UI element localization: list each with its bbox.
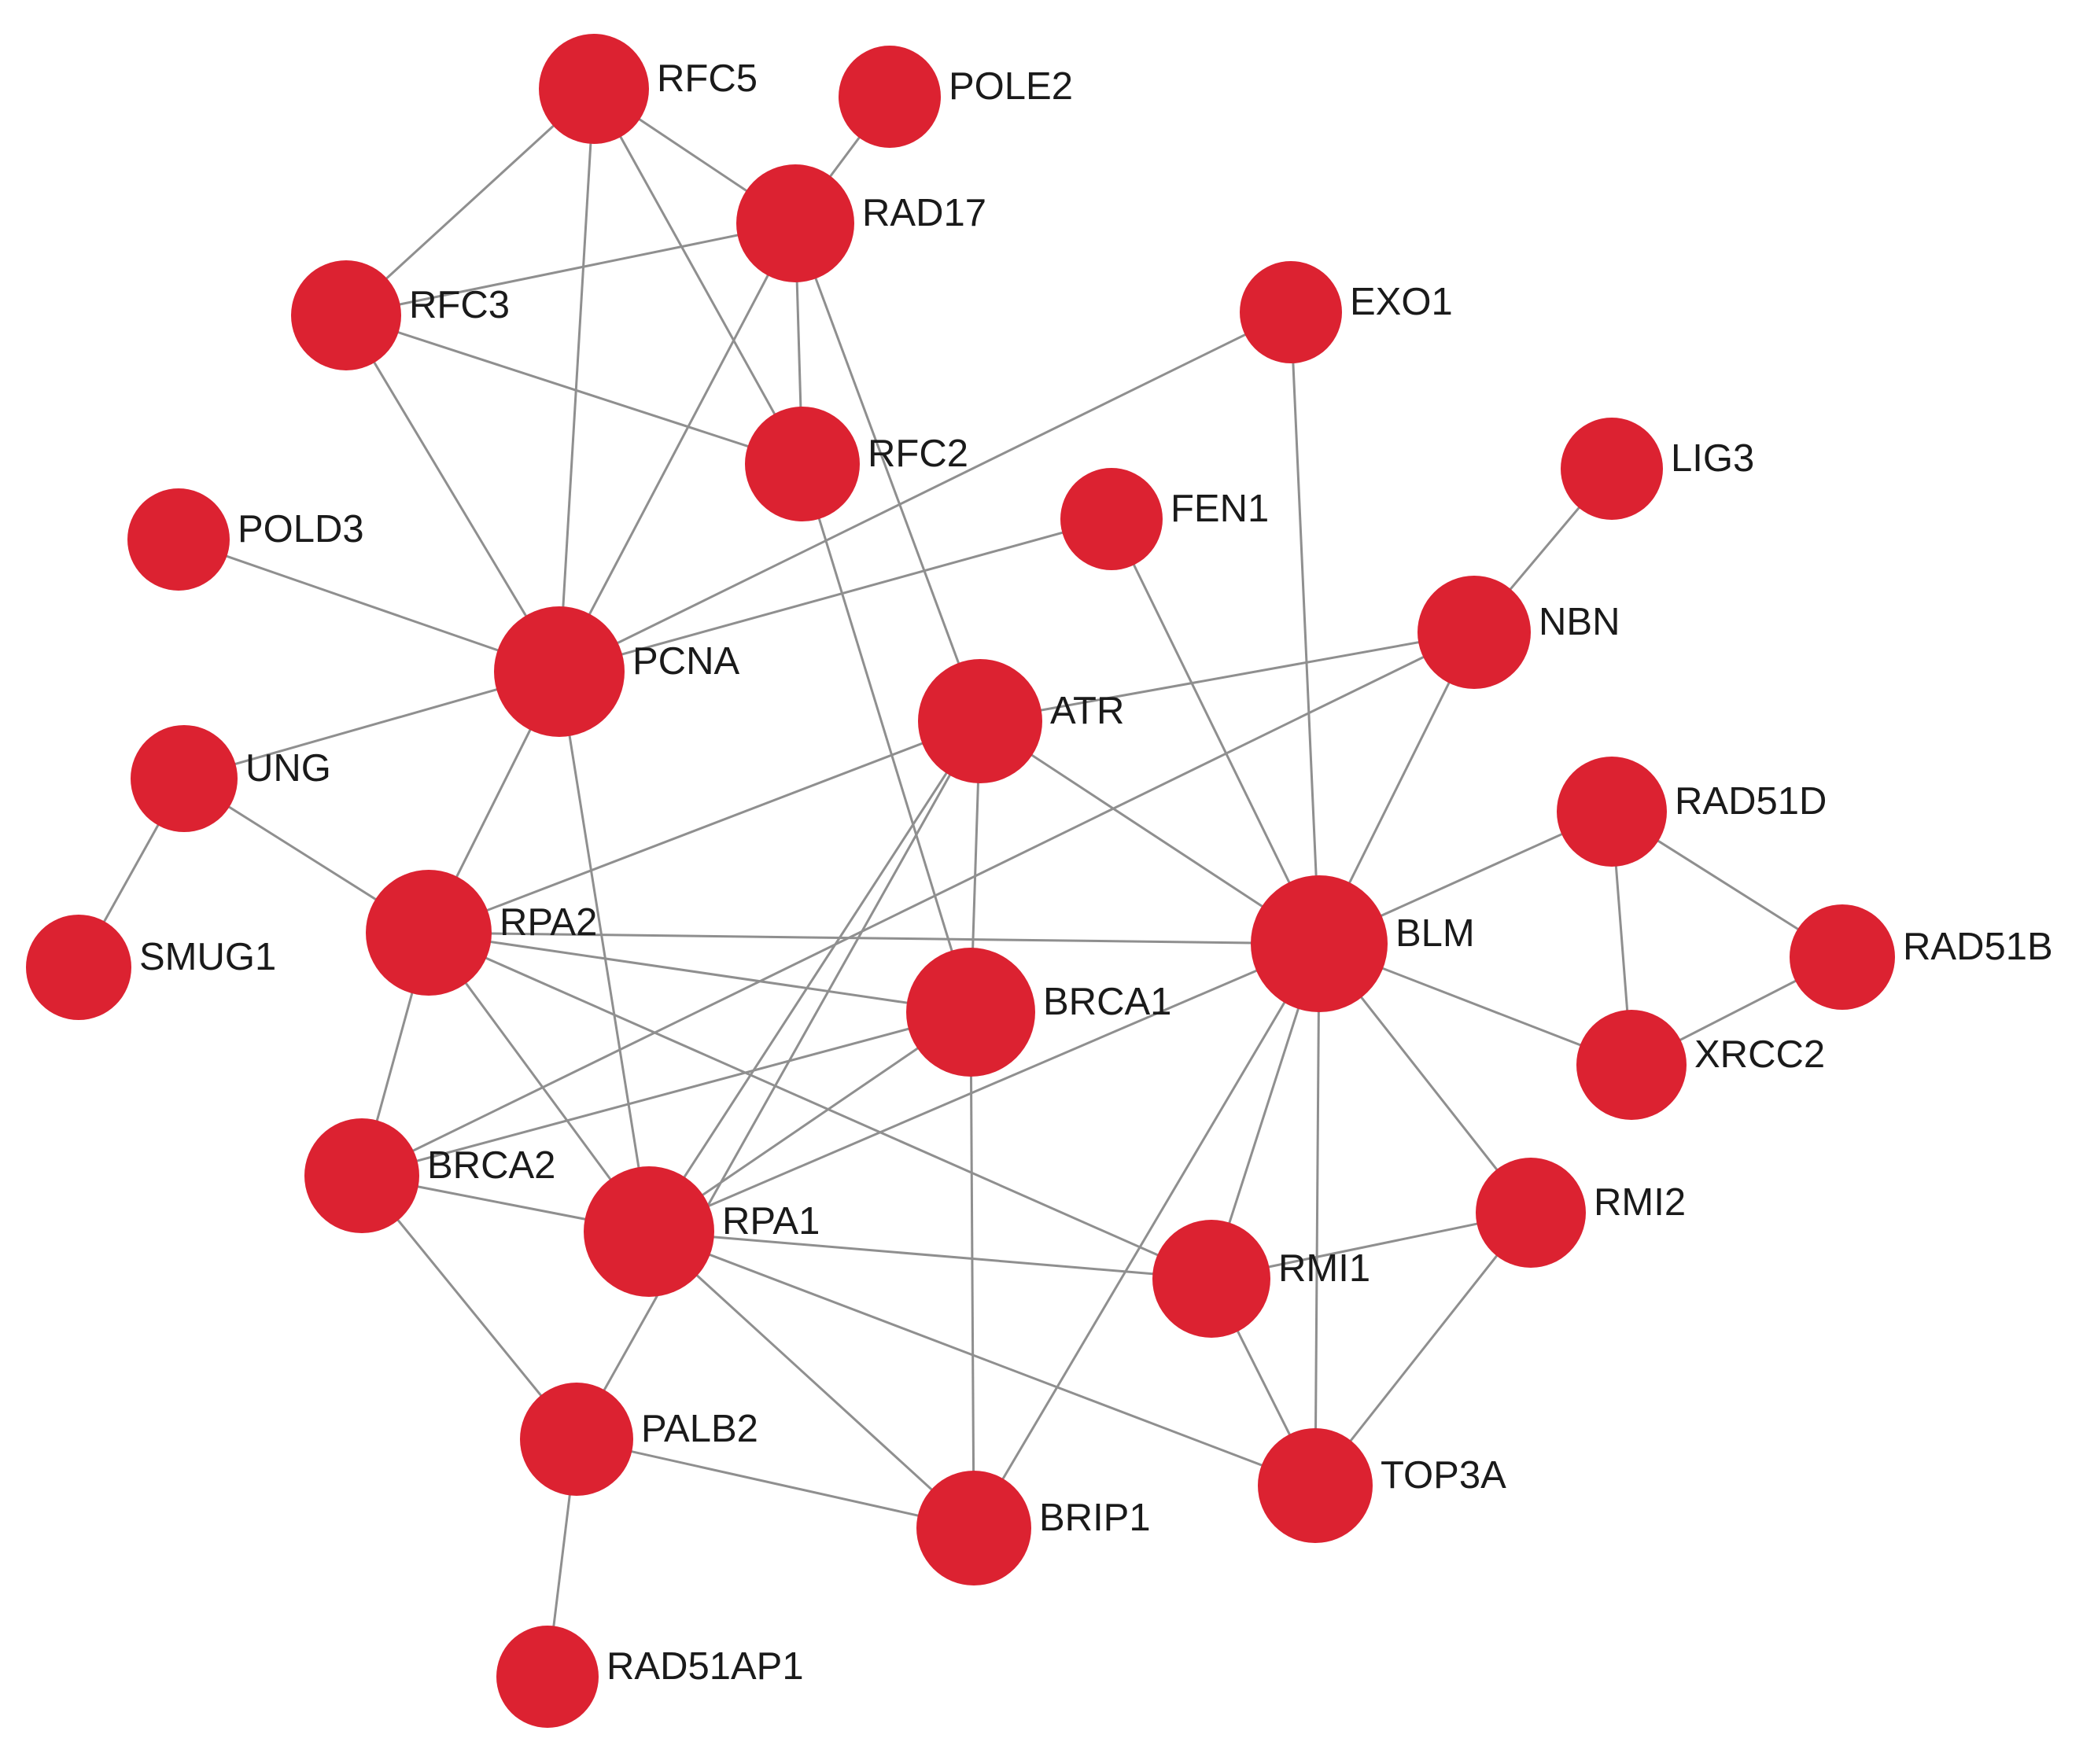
node-rfc3[interactable] — [291, 260, 401, 370]
node-label-xrcc2: XRCC2 — [1694, 1033, 1825, 1076]
edge-exo1-blm — [1289, 311, 1321, 945]
node-label-lig3: LIG3 — [1671, 437, 1754, 480]
node-label-rad17: RAD17 — [862, 192, 986, 234]
edge-rad17-pcna — [558, 223, 797, 672]
node-brip1[interactable] — [916, 1471, 1031, 1585]
edge-rfc2-brca1 — [801, 463, 972, 1013]
edge-fen1-pcna — [559, 517, 1112, 673]
node-label-nbn: NBN — [1539, 601, 1620, 643]
node-pcna[interactable] — [494, 606, 625, 737]
node-label-exo1: EXO1 — [1350, 281, 1453, 323]
edge-rpa2-blm — [428, 931, 1320, 945]
edge-atr-palb2 — [575, 720, 982, 1440]
node-rad51b[interactable] — [1790, 904, 1895, 1010]
node-label-rpa1: RPA1 — [722, 1200, 820, 1243]
edge-rfc5-pcna — [558, 88, 595, 672]
node-rfc2[interactable] — [745, 407, 860, 521]
node-label-atr: ATR — [1050, 690, 1124, 732]
node-rpa2[interactable] — [366, 870, 492, 996]
edge-blm-top3a — [1314, 943, 1321, 1486]
node-label-smug1: SMUG1 — [139, 936, 276, 978]
node-label-pcna: PCNA — [632, 640, 739, 683]
node-label-pold3: POLD3 — [238, 508, 364, 551]
node-rmi1[interactable] — [1152, 1220, 1270, 1338]
node-label-fen1: FEN1 — [1171, 488, 1269, 530]
node-rpa1[interactable] — [584, 1166, 714, 1297]
edge-fen1-blm — [1110, 518, 1321, 945]
edge-brca1-brip1 — [969, 1011, 975, 1529]
edge-rpa1-top3a — [648, 1230, 1316, 1487]
node-layer — [26, 34, 1895, 1728]
node-rmi2[interactable] — [1476, 1158, 1586, 1268]
node-smug1[interactable] — [26, 915, 131, 1020]
node-rad17[interactable] — [736, 164, 854, 282]
node-rfc5[interactable] — [539, 34, 649, 144]
node-label-rfc2: RFC2 — [868, 433, 968, 475]
node-fen1[interactable] — [1060, 468, 1163, 570]
node-label-brip1: BRIP1 — [1039, 1497, 1151, 1539]
node-exo1[interactable] — [1240, 261, 1342, 363]
edge-atr-rpa2 — [428, 720, 981, 934]
node-label-rad51d: RAD51D — [1675, 780, 1827, 823]
node-label-rmi2: RMI2 — [1594, 1181, 1686, 1224]
node-label-rfc3: RFC3 — [409, 284, 510, 326]
node-label-brca2: BRCA2 — [427, 1144, 555, 1187]
node-ung[interactable] — [131, 725, 238, 832]
node-xrcc2[interactable] — [1576, 1010, 1687, 1120]
node-label-rmi1: RMI1 — [1278, 1247, 1370, 1290]
node-label-ung: UNG — [245, 747, 331, 790]
edge-blm-brip1 — [972, 943, 1321, 1529]
node-pold3[interactable] — [127, 488, 230, 591]
edge-rad17-atr — [794, 223, 982, 722]
edge-exo1-pcna — [559, 311, 1292, 673]
node-label-rfc5: RFC5 — [657, 57, 758, 100]
node-label-rpa2: RPA2 — [500, 901, 597, 944]
edge-rpa2-rmi1 — [428, 931, 1212, 1280]
edge-rad17-rfc3 — [345, 222, 796, 317]
node-blm[interactable] — [1251, 875, 1388, 1012]
node-label-blm: BLM — [1395, 912, 1475, 955]
edge-rfc3-pcna — [345, 315, 561, 672]
node-brca1[interactable] — [906, 948, 1035, 1077]
edge-rpa1-brip1 — [647, 1230, 975, 1530]
node-nbn[interactable] — [1418, 576, 1531, 689]
node-label-brca1: BRCA1 — [1043, 981, 1171, 1023]
edge-atr-rpa1 — [647, 720, 982, 1232]
node-label-top3a: TOP3A — [1381, 1454, 1506, 1497]
edge-blm-rpa1 — [648, 942, 1320, 1233]
edge-rmi2-top3a — [1314, 1212, 1532, 1486]
edge-palb2-brip1 — [576, 1438, 975, 1530]
node-lig3[interactable] — [1561, 418, 1663, 520]
node-atr[interactable] — [918, 659, 1042, 783]
node-label-rad51b: RAD51B — [1903, 926, 2053, 968]
node-top3a[interactable] — [1258, 1428, 1373, 1543]
node-rad51ap1[interactable] — [496, 1626, 599, 1728]
edge-nbn-brca2 — [361, 631, 1475, 1177]
edge-rpa1-rmi1 — [648, 1230, 1212, 1280]
edge-brca1-brca2 — [361, 1011, 971, 1177]
node-palb2[interactable] — [520, 1383, 633, 1496]
node-brca2[interactable] — [304, 1118, 419, 1233]
edge-rfc5-rfc3 — [345, 87, 595, 317]
node-label-palb2: PALB2 — [641, 1408, 758, 1450]
node-pole2[interactable] — [839, 46, 941, 148]
edge-nbn-atr — [979, 631, 1475, 723]
edge-rpa2-brca1 — [428, 931, 971, 1014]
edge-rfc5-rfc2 — [592, 88, 804, 465]
node-rad51d[interactable] — [1557, 757, 1667, 867]
edge-pcna-rpa1 — [558, 671, 651, 1232]
edge-rfc3-rfc2 — [345, 314, 803, 466]
node-label-pole2: POLE2 — [949, 65, 1073, 108]
node-label-rad51ap1: RAD51AP1 — [606, 1645, 804, 1688]
edge-pold3-pcna — [178, 538, 560, 673]
